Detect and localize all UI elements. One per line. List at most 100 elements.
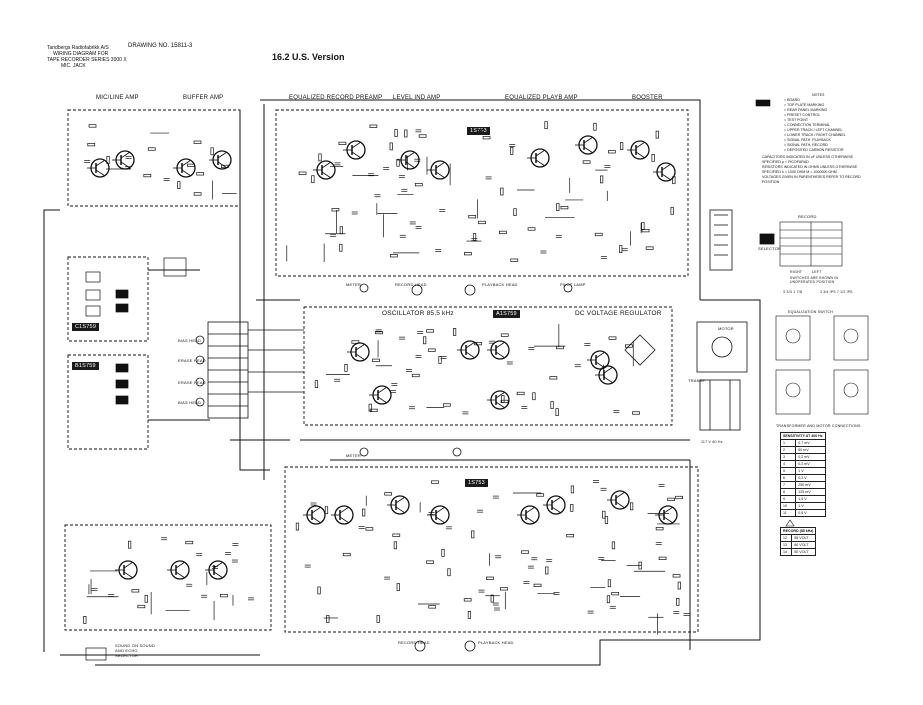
eq-box-3 <box>775 369 811 415</box>
resistor-symbol <box>641 222 645 230</box>
capacitor-symbol <box>509 144 516 147</box>
capacitor-symbol <box>248 597 255 601</box>
resistor-symbol <box>655 527 664 531</box>
resistor-symbol <box>490 594 494 603</box>
capacitor-symbol <box>600 487 607 491</box>
label-erase-head-2: ERASE HEAD <box>178 380 206 385</box>
capacitor-symbol <box>488 340 495 344</box>
notes-graphics <box>755 99 869 527</box>
capacitor-symbol <box>125 166 132 170</box>
transistor-symbol <box>517 505 540 525</box>
capacitor-symbol <box>658 484 665 487</box>
capacitor-symbol <box>493 607 500 611</box>
label-buffer-amp: BUFFER AMP <box>183 95 224 101</box>
resistor-symbol <box>344 364 348 372</box>
label-level-ind-amp: LEVEL IND AMP <box>393 95 441 101</box>
resistor-symbol <box>452 328 457 336</box>
left-connectors <box>85 257 187 661</box>
bus-left-mid <box>239 110 270 471</box>
meters-heads <box>359 283 573 652</box>
resistor-symbol <box>560 206 569 210</box>
capacitor-symbol <box>527 565 534 569</box>
capacitor-symbol <box>211 565 218 569</box>
transistor-symbol <box>387 495 410 515</box>
resistor-symbol <box>486 576 494 580</box>
resistor-symbol <box>426 329 434 333</box>
capacitor-symbol <box>334 162 341 166</box>
capacitor-symbol <box>609 605 616 609</box>
resistor-symbol <box>655 130 659 139</box>
jack-connector <box>163 257 187 277</box>
capacitor-symbol <box>417 331 424 334</box>
capacitor-symbol <box>358 526 365 529</box>
eq-speeds-2: 3 3/4 IPS 7 1/2 IPS <box>820 290 853 294</box>
resistor-symbol <box>555 408 559 416</box>
capacitor-symbol <box>584 343 591 346</box>
resistor-symbol <box>393 541 397 550</box>
resistor-symbol <box>630 502 634 511</box>
label-meter-bottom: METER <box>346 453 361 458</box>
label-record-head-bottom: RECORD HEAD <box>398 640 430 645</box>
record-left-label: LEFT <box>812 270 822 274</box>
resistor-symbol <box>638 561 642 570</box>
eq-box-2 <box>833 315 869 361</box>
note-item: = TEST POINT <box>784 118 809 122</box>
board-upper: 1S753 <box>467 127 490 135</box>
capacitor-symbol <box>506 361 513 365</box>
resistor-symbol <box>500 587 508 591</box>
resistor-symbol <box>607 150 616 154</box>
resistor-symbol <box>498 230 507 235</box>
record-right-label: RIGHT <box>790 270 803 274</box>
transistor-symbol <box>397 150 420 170</box>
notes-title: NOTES <box>812 93 825 97</box>
resistor-symbol <box>549 376 558 380</box>
table-cell: 50 VOLT <box>791 548 817 556</box>
note-item: = LOWER TRACK / RIGHT CHANNEL <box>784 133 846 137</box>
resistor-symbol <box>87 143 96 147</box>
transistor-symbol <box>167 560 190 580</box>
note-extra-line: SPECIFIED k = 1000 OHM M = 1000000 OHM <box>762 170 837 174</box>
label-meter-top: METER <box>346 282 361 287</box>
resistor-symbol <box>500 187 504 196</box>
bus-left-outer <box>43 209 60 652</box>
note-item: = BOARD <box>784 98 800 102</box>
resistor-symbol <box>467 610 472 619</box>
resistor-symbol <box>544 121 548 130</box>
resistor-symbol <box>106 156 110 164</box>
capacitor-symbol <box>201 594 208 598</box>
capacitor-symbol <box>415 355 422 358</box>
note-item: = REAR PANEL MARKING <box>784 108 828 112</box>
capacitor-symbol <box>231 559 238 563</box>
resistor-symbol <box>131 589 140 593</box>
resistor-symbol <box>600 175 604 184</box>
transistor-symbol <box>313 160 336 180</box>
resistor-symbol <box>351 340 360 344</box>
eq-box-4 <box>833 369 869 415</box>
eq-title: EQUALIZATION SWITCH <box>788 310 834 314</box>
capacitor-symbol <box>334 378 341 382</box>
note-item: = CONNECTION TERMINAL <box>784 123 831 127</box>
box-b1s759 <box>67 354 149 450</box>
transistor-symbol <box>209 150 232 170</box>
capacitor-symbol <box>521 406 528 409</box>
eq-box-1 <box>775 315 811 361</box>
capacitor-symbol <box>528 347 535 350</box>
playback-head-top <box>464 284 476 296</box>
board-left-bottom: B1S759 <box>72 362 99 370</box>
resistor-symbol <box>185 540 194 545</box>
resistor-symbol <box>220 594 228 598</box>
header-block: Tandbergs Radiofabrikk A/S WIRING DIAGRA… <box>47 45 127 69</box>
resistor-symbol <box>447 568 451 577</box>
selector-switch <box>709 209 775 271</box>
note-item: = SIGNAL PATH, RECORD <box>784 143 828 147</box>
transistor-symbol <box>173 158 196 178</box>
resistor-symbol <box>675 495 683 500</box>
resistor-symbol <box>604 516 609 524</box>
table-cell: 14 <box>779 548 793 556</box>
transistor-symbol <box>595 365 618 385</box>
resistor-symbol <box>570 485 575 494</box>
resistor-symbol <box>550 401 554 409</box>
board-left-top: C1S759 <box>72 323 100 331</box>
motor-transformer <box>624 321 748 431</box>
